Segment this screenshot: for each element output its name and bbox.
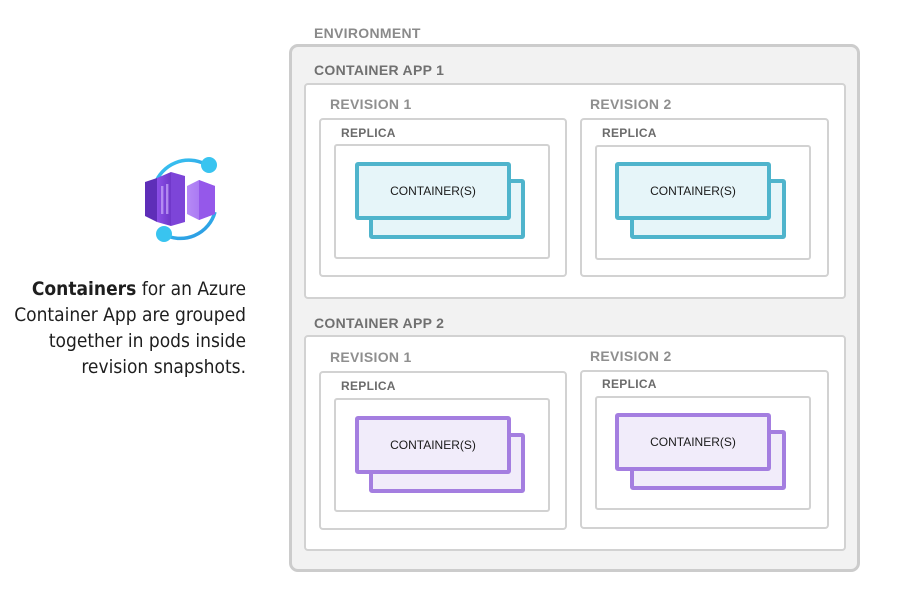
- app2-rev1-container-label: CONTAINER(S): [390, 438, 476, 452]
- app2-rev2-container-label: CONTAINER(S): [650, 435, 736, 449]
- app2-revision-2-label: REVISION 2: [590, 348, 672, 364]
- app2-rev1-replica-label: REPLICA: [341, 379, 396, 393]
- environment-label: ENVIRONMENT: [314, 25, 421, 41]
- app2-rev2-container: CONTAINER(S): [615, 413, 771, 471]
- app1-revision-1-label: REVISION 1: [330, 96, 412, 112]
- app2-rev1-container: CONTAINER(S): [355, 416, 511, 474]
- container-app-2-label: CONTAINER APP 2: [314, 315, 445, 331]
- app1-rev1-container-label: CONTAINER(S): [390, 184, 476, 198]
- app1-rev2-container: CONTAINER(S): [615, 162, 771, 220]
- app1-rev2-container-label: CONTAINER(S): [650, 184, 736, 198]
- app1-rev1-container: CONTAINER(S): [355, 162, 511, 220]
- app1-rev1-replica-label: REPLICA: [341, 126, 396, 140]
- app1-rev2-replica-label: REPLICA: [602, 126, 657, 140]
- container-app-1-label: CONTAINER APP 1: [314, 62, 445, 78]
- description-rest: for an Azure Container App are grouped t…: [14, 278, 246, 378]
- app2-rev2-replica-label: REPLICA: [602, 377, 657, 391]
- app2-revision-1-label: REVISION 1: [330, 349, 412, 365]
- app1-revision-2-label: REVISION 2: [590, 96, 672, 112]
- description-text: Containers for an Azure Container App ar…: [10, 276, 246, 380]
- azure-container-apps-icon: [145, 157, 217, 242]
- description-bold: Containers: [31, 278, 137, 300]
